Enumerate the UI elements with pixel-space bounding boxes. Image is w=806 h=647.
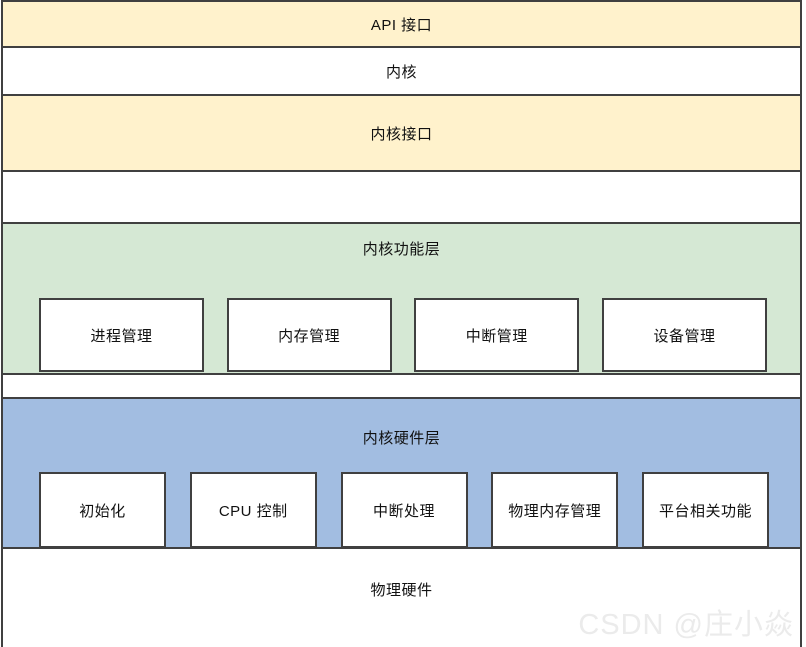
box-physical-memory-management: 物理内存管理 [491, 472, 619, 548]
layer-kernel-function-label: 内核功能层 [362, 241, 441, 258]
layer-kernel: 内核 [3, 48, 800, 96]
box-process-management: 进程管理 [39, 298, 204, 372]
layer-spacer-1 [3, 172, 800, 224]
kernel-hardware-box-row: 初始化 CPU 控制 中断处理 物理内存管理 平台相关功能 [3, 472, 800, 548]
box-device-management: 设备管理 [601, 298, 767, 372]
layer-physical-hardware: 物理硬件 [3, 549, 800, 645]
layer-physical-hardware-label: 物理硬件 [370, 581, 433, 599]
layer-api-interface-label: API 接口 [370, 16, 433, 34]
layer-kernel-interface: 内核接口 [3, 96, 800, 172]
box-memory-management: 内存管理 [226, 298, 392, 372]
box-initialization: 初始化 [39, 472, 166, 548]
kernel-function-box-row: 进程管理 内存管理 中断管理 设备管理 [3, 298, 800, 372]
box-cpu-control: CPU 控制 [189, 472, 317, 548]
layer-kernel-interface-label: 内核接口 [370, 125, 433, 143]
layer-spacer-2 [3, 375, 800, 399]
box-platform-functions: 平台相关功能 [642, 472, 769, 548]
layer-api-interface: API 接口 [3, 2, 800, 48]
layer-kernel-function: 内核功能层 进程管理 内存管理 中断管理 设备管理 [3, 224, 800, 375]
layer-kernel-label: 内核 [385, 63, 417, 81]
layer-kernel-hardware-label: 内核硬件层 [362, 430, 441, 447]
box-interrupt-handling: 中断处理 [340, 472, 468, 548]
layer-kernel-hardware: 内核硬件层 初始化 CPU 控制 中断处理 物理内存管理 平台相关功能 [3, 399, 800, 549]
box-interrupt-management: 中断管理 [414, 298, 580, 372]
